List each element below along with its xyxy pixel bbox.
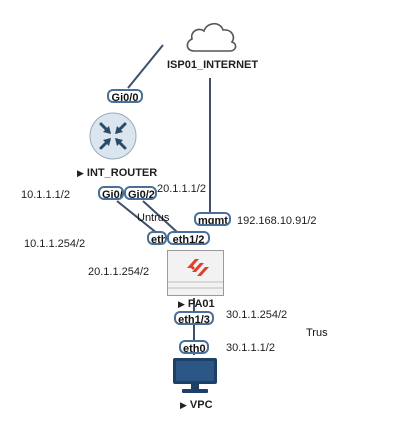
cloud-label: ISP01_INTERNET xyxy=(167,59,259,71)
link-router-gi02-fw[interactable] xyxy=(142,200,178,233)
firewall-icon xyxy=(167,250,224,296)
expand-triangle-icon: ▶ xyxy=(180,400,187,410)
cloud-icon xyxy=(186,22,237,52)
firewall-label: ▶PA01 xyxy=(178,298,215,310)
router-gi00-port[interactable]: Gi0/0 xyxy=(107,89,143,103)
fw-eth12-ip: 20.1.1.254/2 xyxy=(88,266,150,278)
fw-eth11-ip: 10.1.1.254/2 xyxy=(24,238,86,250)
fw-eth11-port[interactable]: eth xyxy=(147,231,167,245)
monitor-icon xyxy=(173,358,217,393)
fw-mgmt-port[interactable]: mgmt xyxy=(194,212,231,226)
vpc-eth0-port[interactable]: eth0 xyxy=(179,340,209,354)
router-gi02-ip: 20.1.1.1/2 xyxy=(157,183,206,195)
vpc-node[interactable] xyxy=(172,357,218,395)
firewall-node[interactable] xyxy=(167,250,224,296)
fw-eth13-ip: 30.1.1.254/2 xyxy=(226,309,288,321)
link-router-cloud[interactable] xyxy=(127,44,164,89)
untrust-zone-label: Untrus xyxy=(137,212,170,224)
trust-zone-label: Trus xyxy=(306,327,328,339)
router-node[interactable] xyxy=(88,111,138,161)
vpc-ip: 30.1.1.1/2 xyxy=(226,342,275,354)
router-label: ▶INT_ROUTER xyxy=(77,167,158,179)
expand-triangle-icon: ▶ xyxy=(178,299,185,309)
palo-alto-logo-icon xyxy=(187,259,209,276)
vpc-label: ▶VPC xyxy=(180,399,213,411)
expand-triangle-icon: ▶ xyxy=(77,168,84,178)
fw-eth13-port[interactable]: eth1/3 xyxy=(174,311,214,325)
router-gi02-port[interactable]: Gi0/2 xyxy=(124,186,157,200)
router-icon xyxy=(89,112,137,160)
router-gi01-port[interactable]: Gi0/ xyxy=(98,186,124,200)
fw-mgmt-ip: 192.168.10.91/2 xyxy=(237,215,317,227)
fw-eth12-port[interactable]: eth1/2 xyxy=(167,231,210,245)
cloud-node[interactable] xyxy=(183,17,239,57)
router-gi01-ip: 10.1.1.1/2 xyxy=(21,189,70,201)
